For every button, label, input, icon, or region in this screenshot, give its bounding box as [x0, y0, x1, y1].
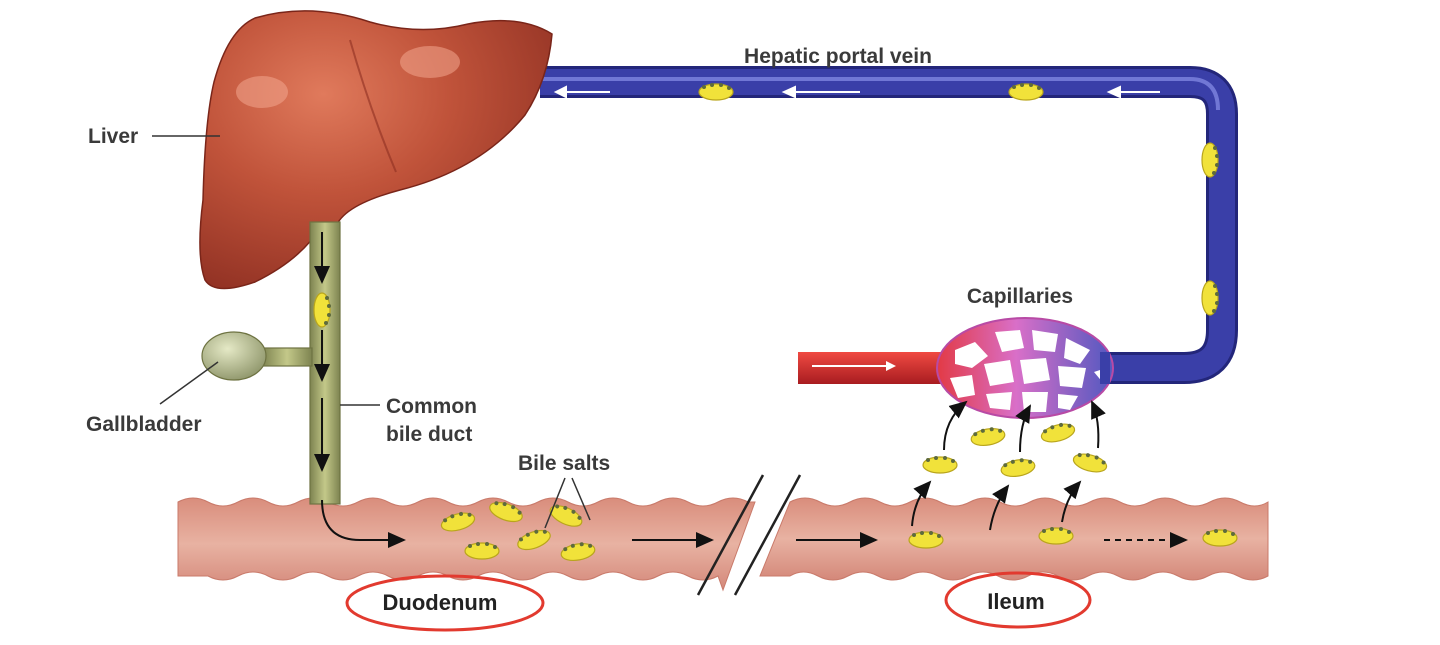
- ileum-segment: [759, 497, 1269, 581]
- hepatic-portal-vein-label: Hepatic portal vein: [744, 45, 932, 68]
- absorption-arrows: [911, 400, 1106, 531]
- vein-flow-arrows: [553, 85, 1160, 99]
- artery: [798, 352, 948, 384]
- cystic-duct: [261, 347, 313, 367]
- duct-flow-arrows: [314, 232, 406, 548]
- gallbladder: [201, 331, 267, 381]
- intestine: [177, 474, 1269, 596]
- capillary-bed: [798, 317, 1114, 419]
- common-bile-duct-label-line2: bile duct: [386, 423, 472, 446]
- break-mark-2: [733, 474, 802, 596]
- common-bile-duct-label-line1: Common: [386, 395, 477, 418]
- ileum-label: Ileum: [987, 589, 1044, 614]
- bile-salts-ileum: [908, 400, 1238, 549]
- hepatic-portal-vein: [540, 66, 1238, 384]
- duodenum-segment: [177, 497, 756, 592]
- duodenum-highlight-ring: [345, 574, 545, 632]
- liver: [199, 10, 553, 290]
- bile-salts-label: Bile salts: [518, 452, 610, 475]
- duodenum-label: Duodenum: [383, 590, 498, 615]
- liver-label: Liver: [88, 125, 138, 148]
- break-mark-1: [696, 474, 765, 596]
- bile-duct-system: [201, 221, 406, 548]
- gallbladder-label: Gallbladder: [86, 413, 202, 436]
- leader-lines: [152, 135, 591, 529]
- common-bile-duct: [309, 221, 341, 505]
- capillaries-label: Capillaries: [967, 285, 1073, 308]
- ileum-highlight-ring: [944, 571, 1092, 629]
